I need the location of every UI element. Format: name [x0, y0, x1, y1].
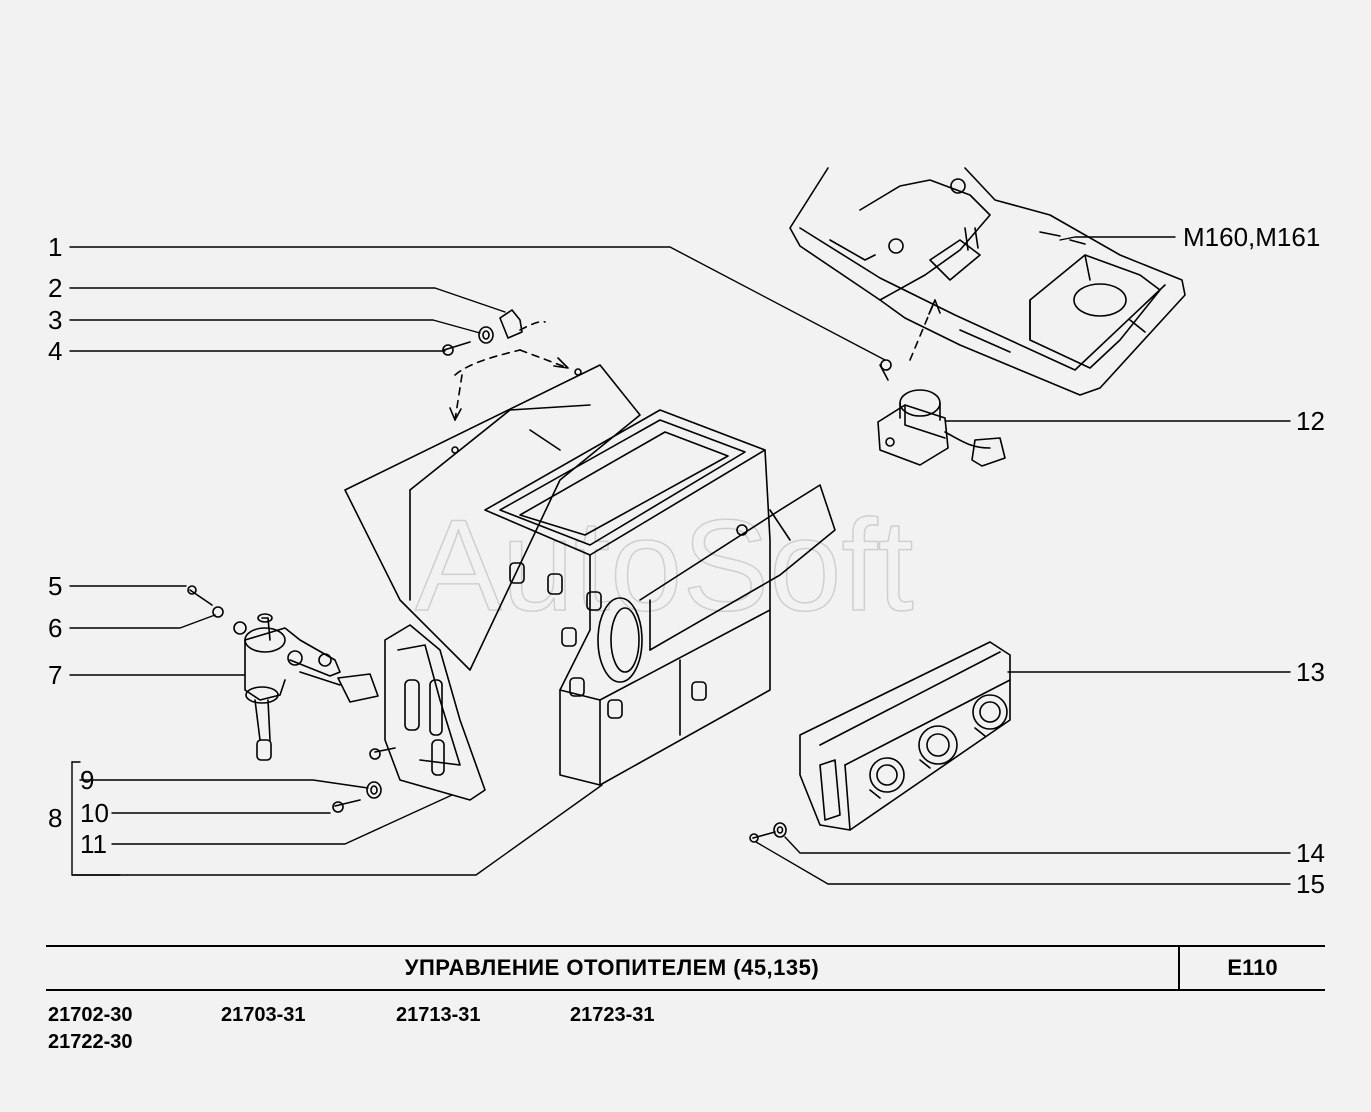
heater-housing-drawing	[344, 320, 836, 786]
callout-1: 1	[48, 232, 62, 262]
callout-2: 2	[48, 273, 62, 303]
callout-m160-m161: M160,M161	[1183, 222, 1320, 252]
watermark-text: AutoSoft	[415, 492, 914, 638]
model-code: 21723-31	[570, 1004, 655, 1026]
footer-bottom-rule	[46, 989, 1325, 991]
callout-9: 9	[80, 765, 94, 795]
diagram-code: E110	[1227, 955, 1278, 980]
callout-13: 13	[1296, 657, 1325, 687]
callout-11: 11	[80, 829, 107, 859]
leader-lines	[69, 236, 1291, 885]
callout-5: 5	[48, 571, 62, 601]
part-8-flap-drawing	[332, 624, 486, 813]
callout-4: 4	[48, 336, 62, 366]
model-code: 21703-31	[221, 1004, 306, 1026]
diagram-title: УПРАВЛЕНИЕ ОТОПИТЕЛЕМ (45,135)	[404, 955, 820, 980]
part-7-actuator-drawing	[187, 585, 379, 761]
callout-6: 6	[48, 613, 62, 643]
model-code: 21722-30	[48, 1031, 133, 1053]
footer-top-rule	[46, 945, 1325, 947]
footer-divider	[1178, 945, 1180, 991]
dashboard-panel-drawing	[789, 167, 1186, 396]
model-code: 21702-30	[48, 1004, 133, 1026]
callout-10: 10	[80, 798, 109, 828]
part-13-control-unit-drawing	[799, 641, 1011, 831]
callout-15: 15	[1296, 869, 1325, 899]
callout-14: 14	[1296, 838, 1325, 868]
callout-12: 12	[1296, 406, 1325, 436]
part-12-servo-drawing	[877, 299, 1006, 467]
model-code: 21713-31	[396, 1004, 481, 1026]
parts-14-15-hardware	[749, 822, 787, 843]
callout-3: 3	[48, 305, 62, 335]
callout-8: 8	[48, 803, 62, 833]
callout-7: 7	[48, 660, 62, 690]
parts-2-3-4-hardware	[442, 309, 523, 356]
